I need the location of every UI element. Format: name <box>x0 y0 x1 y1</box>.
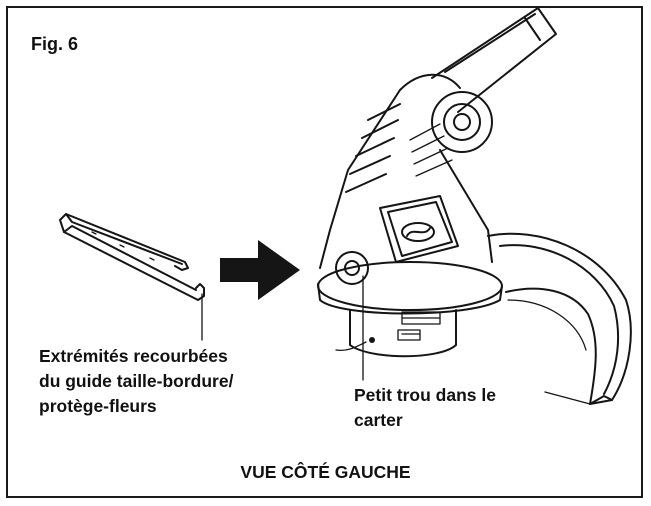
figure-frame <box>6 6 643 498</box>
callout-bent-ends-line-3: protège-fleurs <box>39 396 157 416</box>
figure-label: Fig. 6 <box>31 34 79 54</box>
callout-small-hole: Petit trou dans le carter <box>354 383 496 433</box>
callout-small-hole-line-2: carter <box>354 410 403 430</box>
callout-bent-ends-line-2: du guide taille-bordure/ <box>39 371 234 391</box>
arrow-right-icon <box>220 240 300 300</box>
callout-bent-ends: Extrémités recourbées du guide taille-bo… <box>39 344 233 419</box>
view-caption: VUE CÔTÉ GAUCHE <box>240 462 411 482</box>
string-trimmer-head-icon <box>317 7 632 405</box>
callout-small-hole-line-1: Petit trou dans le <box>354 385 496 405</box>
callout-bent-ends-line-1: Extrémités recourbées <box>39 346 228 366</box>
edge-guide-wire-icon <box>59 213 205 301</box>
